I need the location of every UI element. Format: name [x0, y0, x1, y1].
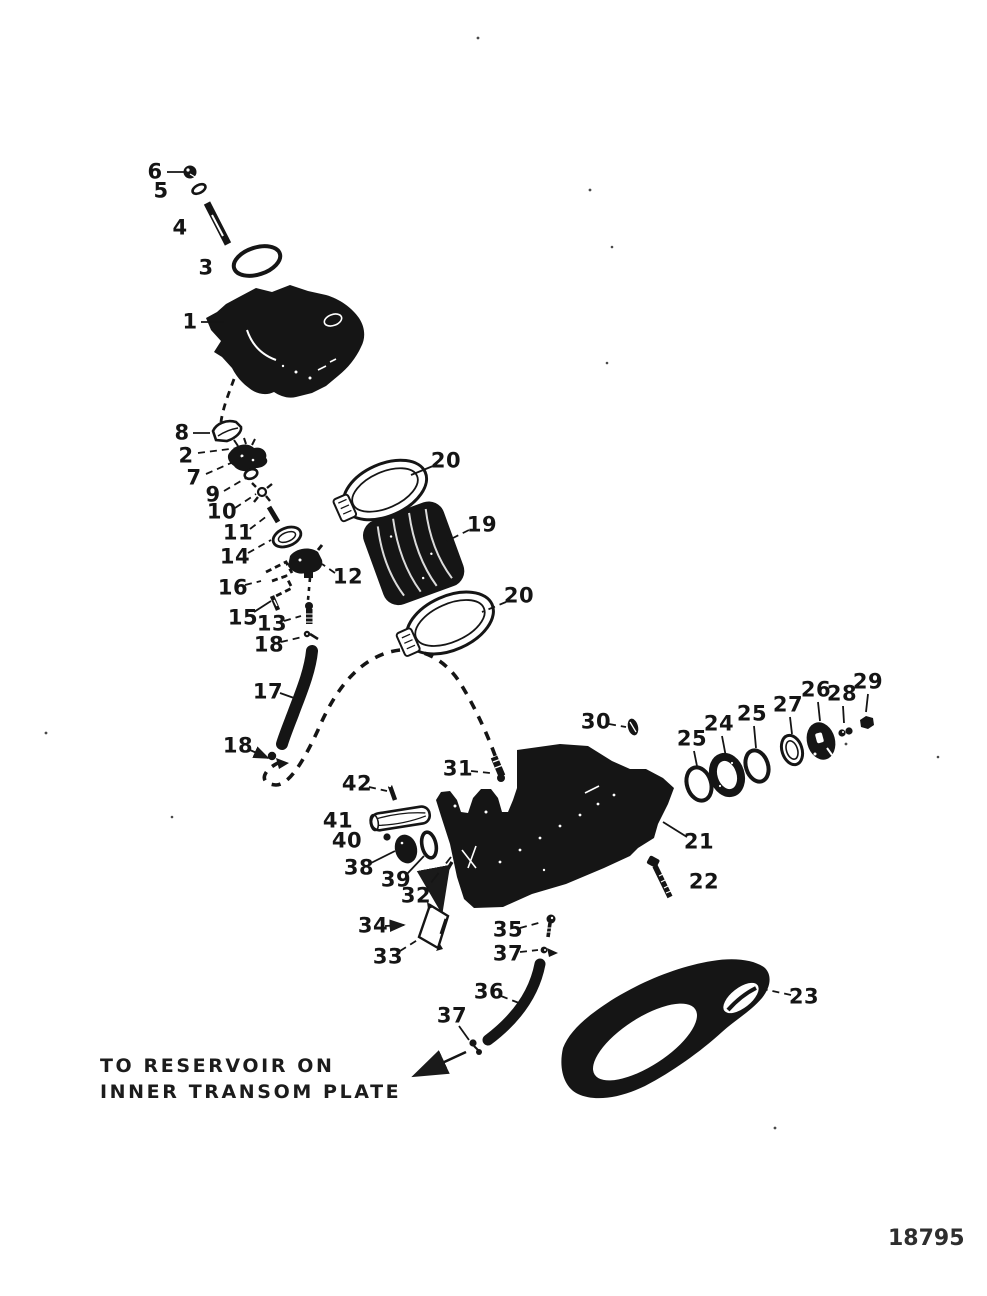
- part-8-clamp: [211, 419, 243, 443]
- part-35-screw: [546, 914, 556, 938]
- leader-20-19: [410, 465, 434, 476]
- part-28-fitting: [838, 727, 853, 737]
- part-38-seal: [394, 834, 418, 864]
- leader-2-6: [197, 447, 239, 454]
- part-2-fitting: [227, 437, 268, 472]
- leader-25-25: [753, 725, 757, 749]
- part-6-nut: [183, 165, 197, 179]
- leader-37-44: [458, 1025, 470, 1041]
- part-17-hose: [276, 645, 318, 750]
- part-11-pin: [266, 505, 281, 524]
- leader-16-12: [244, 580, 262, 586]
- part-13-bolt: [305, 602, 313, 624]
- part-1-upper-housing: [206, 285, 365, 398]
- part-41-cylinder: [369, 805, 432, 832]
- reservoir-arrow: [411, 1050, 467, 1078]
- part-5-washer: [191, 182, 207, 196]
- routing-dashed-curve: [262, 648, 500, 787]
- leader-38-36: [370, 850, 396, 864]
- part-26-gimbal-bearing: [806, 722, 836, 760]
- part-18-screw-upper: [303, 630, 319, 641]
- part-12-elbow: [288, 544, 324, 578]
- part-19-bellows: [362, 501, 465, 606]
- note-reservoir-line2: INNER TRANSOM PLATE: [100, 1081, 402, 1103]
- note-reservoir-line1: TO RESERVOIR ON: [100, 1055, 335, 1077]
- route-line-12-to-13: [306, 577, 312, 601]
- part-33-gasket: [417, 902, 450, 951]
- leader-36-43: [500, 995, 520, 1004]
- routing-dashed-to-33: [416, 861, 454, 915]
- part-42-pin: [387, 784, 398, 801]
- part-37-fitting-upper: [540, 946, 558, 957]
- leader-27-26: [789, 716, 793, 735]
- part-20-clamp-upper: [332, 458, 429, 523]
- part-36-hose: [482, 958, 546, 1046]
- part-16-bracket: [265, 560, 294, 598]
- part-20-clamp-lower: [395, 590, 495, 657]
- part-27-ring: [779, 733, 805, 767]
- leader-39-37: [406, 855, 425, 875]
- leader-33-40: [399, 938, 420, 952]
- leader-18-18: [249, 746, 270, 759]
- leader-31-32: [470, 770, 491, 774]
- part-29-nut: [860, 716, 874, 729]
- leader-42-33: [368, 786, 388, 792]
- leader-34-39: [384, 919, 406, 933]
- leader-28-28: [842, 705, 845, 724]
- drawing-number: 18795: [888, 1226, 965, 1251]
- part-23-gasket: [561, 959, 770, 1099]
- leader-13-14: [283, 615, 302, 622]
- leader-23-45: [762, 988, 792, 996]
- part-9-ring: [243, 467, 259, 481]
- leader-24-24: [721, 735, 727, 758]
- part-30-plug: [627, 718, 639, 736]
- leader-9-8: [223, 477, 247, 492]
- part-4-pin: [203, 201, 232, 246]
- part-3-o-ring: [231, 244, 283, 278]
- part-10-fitting: [251, 482, 273, 503]
- leader-30-22: [608, 723, 627, 728]
- leader-10-9: [234, 493, 257, 509]
- leader-29-29: [865, 693, 869, 713]
- part-25-o-ring-b: [743, 748, 771, 784]
- print-specks: [44, 36, 940, 1130]
- leader-18-15: [280, 636, 303, 643]
- leader-25-23: [693, 750, 698, 767]
- part-15-pin: [269, 595, 281, 611]
- leader-26-27: [817, 701, 821, 722]
- leader-37-42: [519, 949, 539, 953]
- leader-19-20: [446, 529, 470, 542]
- leader-7-7: [205, 455, 248, 475]
- leader-17-17: [279, 692, 295, 699]
- part-31-fitting: [490, 755, 506, 782]
- leader-21-30: [662, 821, 688, 838]
- part-40-ball: [383, 833, 391, 841]
- part-22-bolt: [646, 855, 673, 899]
- part-14-clamp: [271, 525, 303, 549]
- part-18-fitting-lower: [267, 751, 289, 769]
- leader-12-16: [321, 563, 336, 574]
- part-39-ring: [419, 830, 439, 860]
- part-21-bell-housing: [436, 744, 674, 908]
- leader-20-21: [481, 601, 507, 613]
- part-24-bearing: [708, 752, 746, 798]
- leader-15-13: [253, 600, 272, 613]
- part-37-fitting-lower: [469, 1039, 482, 1055]
- leader-11-10: [249, 515, 268, 530]
- route-line-1-to-8: [219, 378, 236, 423]
- leader-14-11: [247, 539, 272, 554]
- leader-35-41: [519, 921, 543, 929]
- leader-32-38: [426, 856, 452, 889]
